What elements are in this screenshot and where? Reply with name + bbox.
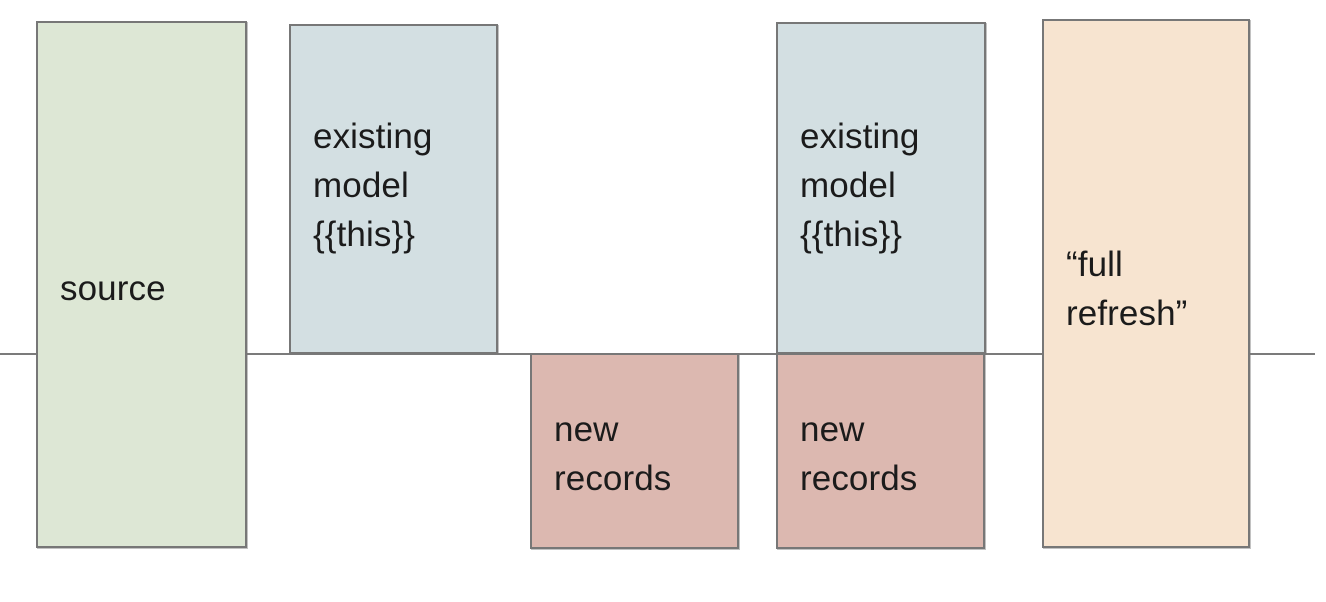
box-label-existing-model-2: existing model {{this}} [800,117,920,254]
box-existing-model-2[interactable]: existing model {{this}} [776,22,986,354]
box-full-refresh[interactable]: “full refresh” [1042,19,1250,548]
box-source[interactable]: source [36,21,247,548]
box-label-full-refresh: “full refresh” [1066,245,1188,333]
box-label-source: source [60,269,166,308]
box-existing-model-1[interactable]: existing model {{this}} [289,24,498,354]
box-label-existing-model-1: existing model {{this}} [313,117,433,254]
box-new-records-1[interactable]: new records [530,353,739,549]
box-label-new-records-1: new records [554,410,672,498]
box-label-new-records-2: new records [800,410,918,498]
box-new-records-2[interactable]: new records [776,353,985,549]
